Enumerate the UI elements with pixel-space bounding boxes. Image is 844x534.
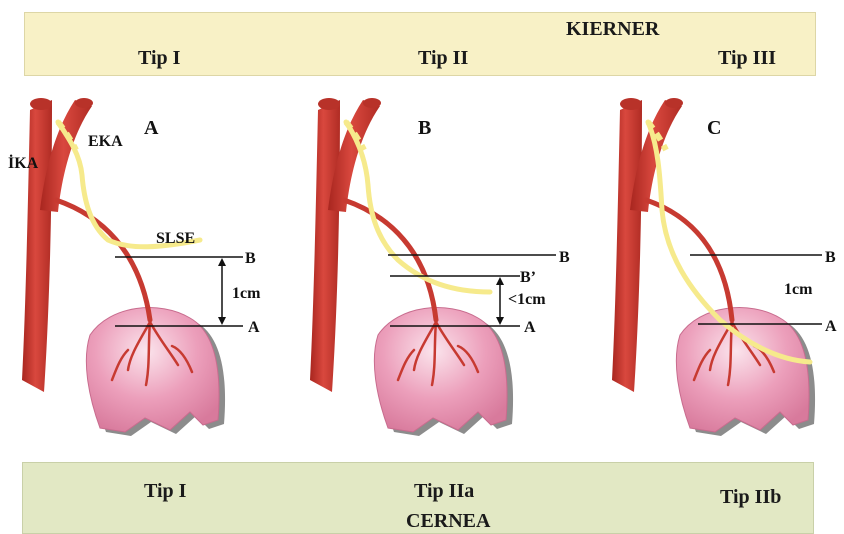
panel-c-line-a-label: A [825, 318, 837, 335]
panel-c-line-b-label: B [825, 249, 836, 266]
panel-c-letter: C [707, 117, 721, 139]
panel-a-line-b-label: B [245, 250, 256, 267]
panel-b [310, 98, 556, 436]
panel-c [612, 98, 822, 436]
panel-a-letter: A [144, 117, 159, 139]
panel-b-letter: B [418, 117, 431, 139]
panel-a-distance: 1cm [232, 285, 261, 302]
eka-label: EKA [88, 133, 123, 150]
panel-a-line-a-label: A [248, 319, 260, 336]
panel-a [22, 98, 243, 436]
slse-label: SLSE [156, 230, 195, 247]
panel-b-line-b-prime-label: B’ [520, 269, 536, 286]
panel-b-line-b-label: B [559, 249, 570, 266]
ika-label: İKA [8, 153, 39, 172]
panel-c-distance: 1cm [784, 281, 813, 298]
panel-b-distance: <1cm [508, 291, 546, 308]
panel-b-line-a-label: A [524, 319, 536, 336]
